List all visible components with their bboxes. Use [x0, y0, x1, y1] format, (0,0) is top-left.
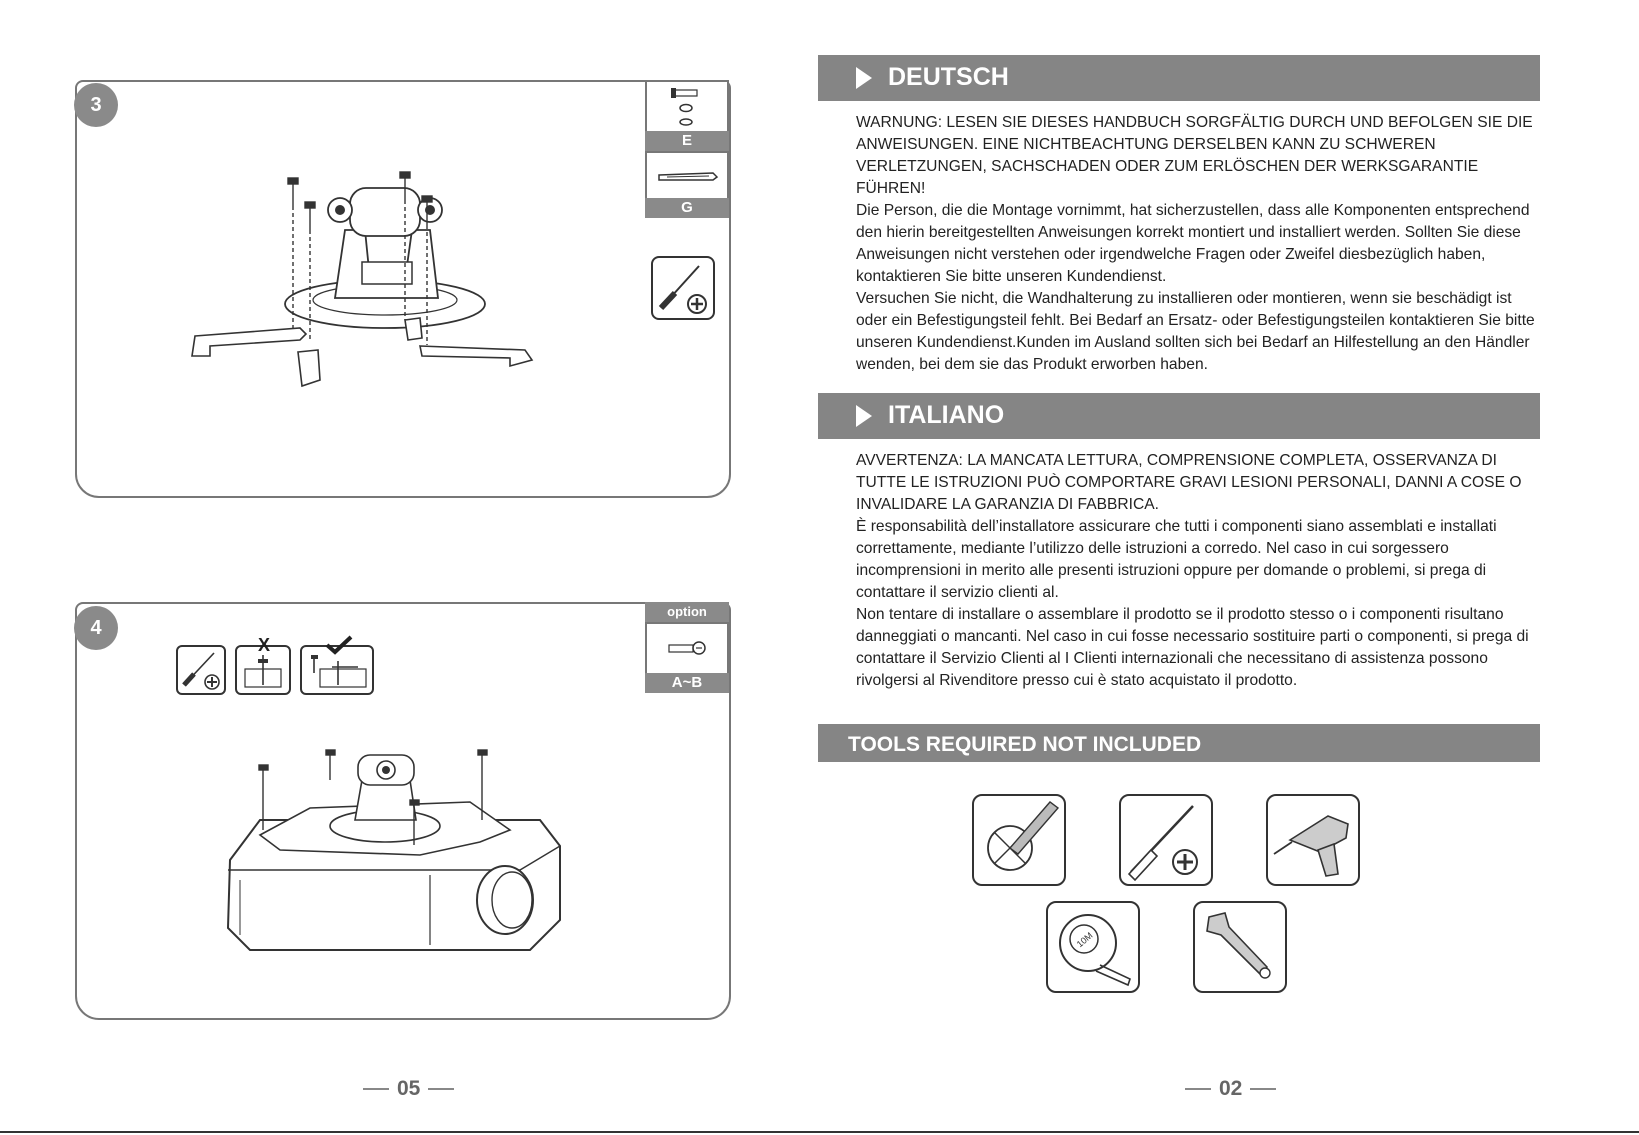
tools-heading: TOOLS REQUIRED NOT INCLUDED	[848, 733, 1202, 756]
italiano-paragraph-2: Non tentare di installare o assemblare i…	[856, 606, 1529, 689]
step-3-number: 3	[74, 83, 118, 127]
deutsch-paragraph-1: Die Person, die die Montage vornimmt, ha…	[856, 202, 1530, 285]
triangle-icon	[856, 67, 872, 89]
check-mark-icon	[325, 635, 353, 655]
tools-heading-bar: TOOLS REQUIRED NOT INCLUDED	[818, 724, 1540, 762]
italiano-paragraph-1: È responsabilità dell’installatore assic…	[856, 518, 1497, 601]
wrong-method-icon	[244, 655, 282, 688]
deutsch-text: WARNUNG: LESEN SIE DIESES HANDBUCH SORGF…	[856, 112, 1546, 376]
part-ab-label: A~B	[645, 673, 729, 693]
step-4-projector-illustration	[226, 749, 561, 951]
drill-icon	[1273, 815, 1349, 877]
triangle-icon	[856, 405, 872, 427]
screwdriver-tool-box	[1119, 794, 1213, 886]
italiano-warning: AVVERTENZA: LA MANCATA LETTURA, COMPRENS…	[856, 452, 1522, 513]
right-page-number: 02	[1177, 1077, 1284, 1101]
deutsch-heading-bar: DEUTSCH	[818, 55, 1540, 101]
screwdriver-icon	[182, 652, 220, 690]
pencil-icon	[987, 801, 1060, 871]
step-4-number: 4	[74, 606, 118, 650]
tape-measure-tool-box: 10M	[1046, 901, 1140, 993]
part-ab-tab	[645, 622, 729, 676]
step-3-tool-box	[651, 256, 715, 320]
page-number-text: 02	[1219, 1077, 1243, 1100]
arm-part-icon	[658, 172, 719, 181]
bolt-washer-icon	[671, 88, 698, 126]
step-4-wrong-method-box: X	[235, 635, 291, 695]
bottom-rule	[0, 1131, 1639, 1133]
italiano-text: AVVERTENZA: LA MANCATA LETTURA, COMPRENS…	[856, 450, 1546, 692]
part-g-tab	[645, 151, 729, 201]
wrench-tool-box	[1193, 901, 1287, 993]
wrench-icon	[1206, 912, 1271, 979]
deutsch-warning: WARNUNG: LESEN SIE DIESES HANDBUCH SORGF…	[856, 114, 1533, 197]
drill-tool-box	[1266, 794, 1360, 886]
pencil-tool-box	[972, 794, 1066, 886]
screw-icon	[668, 641, 706, 655]
page-number-text: 05	[397, 1077, 421, 1100]
deutsch-paragraph-2: Versuchen Sie nicht, die Wandhalterung z…	[856, 290, 1535, 373]
option-label: option	[645, 602, 729, 622]
wrong-mark: X	[258, 635, 271, 655]
tape-measure-icon: 10M	[1059, 914, 1131, 987]
step-4-correct-method-box	[300, 635, 374, 695]
left-page-number: 05	[355, 1077, 462, 1101]
italiano-heading: ITALIANO	[888, 401, 1005, 429]
screwdriver-icon	[1127, 805, 1198, 882]
step-4-screwdriver-box	[176, 645, 226, 695]
part-e-label: E	[645, 131, 729, 151]
step-3-mount-illustration	[191, 171, 534, 388]
part-e-tab	[645, 80, 729, 134]
part-g-label: G	[645, 198, 729, 218]
italiano-heading-bar: ITALIANO	[818, 393, 1540, 439]
screwdriver-icon	[658, 265, 707, 314]
correct-method-icon	[311, 655, 367, 688]
deutsch-heading: DEUTSCH	[888, 63, 1009, 91]
